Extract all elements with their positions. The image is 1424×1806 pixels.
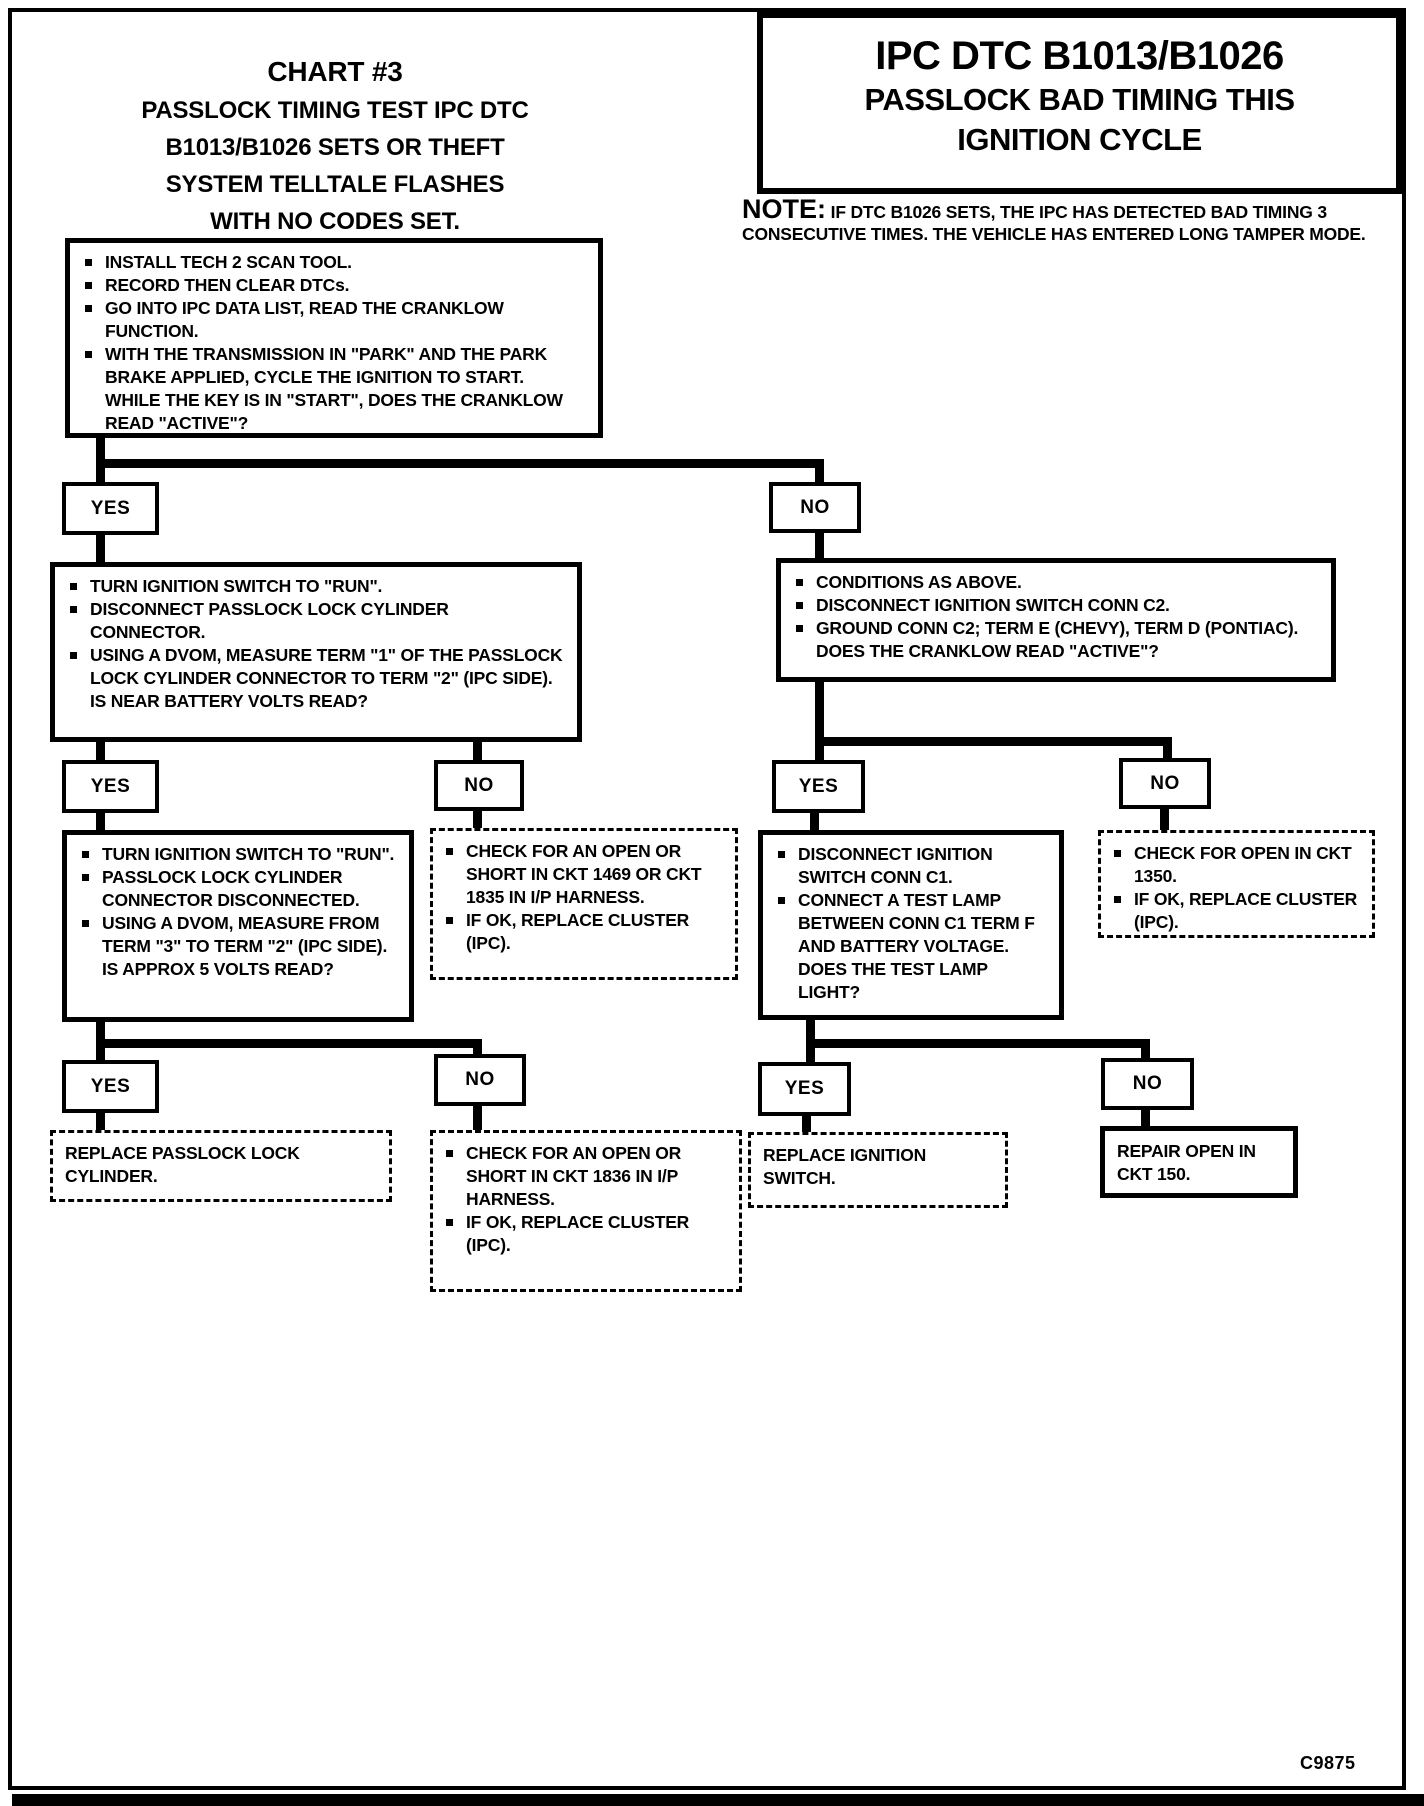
decision-yes-3-right: YES [758,1062,851,1116]
figure-code: C9875 [1300,1753,1356,1773]
flow-box-right-q3: DISCONNECT IGNITION SWITCH CONN C1.CONNE… [758,830,1064,1020]
flow-box-right-q2: CONDITIONS AS ABOVE.DISCONNECT IGNITION … [776,558,1336,682]
connector-line [473,1048,482,1056]
flow-box-start: INSTALL TECH 2 SCAN TOOL.RECORD THEN CLE… [65,238,603,438]
connector-line [96,1039,482,1048]
text-line: DOES THE CRANKLOW READ "ACTIVE"? [816,641,1159,661]
text-line: IF OK, REPLACE CLUSTER (IPC). [1111,888,1364,934]
flow-box-left-no3-action: CHECK FOR AN OPEN OR SHORT IN CKT 1469 O… [430,828,738,980]
text-line: PASSLOCK TIMING TEST IPC DTC [141,97,529,124]
flow-box-repair-open-ckt: REPAIR OPEN IN CKT 150. [1100,1126,1298,1198]
text-line: WITH NO CODES SET. [210,208,460,235]
connector-line [96,813,105,830]
text-line: REPLACE IGNITION SWITCH. [763,1145,927,1188]
decision-yes-3-left: YES [62,1060,159,1113]
text-line: TURN IGNITION SWITCH TO "RUN". [79,843,399,866]
text-line: CHECK FOR AN OPEN OR SHORT IN CKT 1836 I… [443,1142,731,1211]
flow-box-replace-ignition-switch: REPLACE IGNITION SWITCH. [748,1132,1008,1208]
connector-line [96,468,105,482]
connector-line [96,1022,105,1041]
connector-line [96,438,105,464]
text-line: REPLACE PASSLOCK LOCK CYLINDER. [65,1143,300,1186]
text-line: IF OK, REPLACE CLUSTER (IPC). [443,1211,731,1257]
connector-line [802,1116,811,1132]
text-line: IPC DTC B1013/B1026 [875,34,1284,78]
connector-line [815,468,824,482]
connector-line [815,746,824,760]
decision-no-1: NO [769,482,861,533]
note-block: NOTE: IF DTC B1026 SETS, THE IPC HAS DET… [742,196,1400,245]
text-line: USING A DVOM, MEASURE TERM "1" OF THE PA… [67,644,567,690]
note-text: IF DTC B1026 SETS, THE IPC HAS DETECTED … [742,202,1366,244]
text-line: TURN IGNITION SWITCH TO "RUN". [67,575,567,598]
flow-box-left-no4-action: CHECK FOR AN OPEN OR SHORT IN CKT 1836 I… [430,1130,742,1292]
text-line: RECORD THEN CLEAR DTCs. [82,274,588,297]
text-line: DISCONNECT IGNITION SWITCH CONN C2. [793,594,1321,617]
connector-line [815,737,1172,746]
scan-edge-bar [12,1794,1424,1806]
text-line: DISCONNECT PASSLOCK LOCK CYLINDER CONNEC… [67,598,567,644]
decision-no-3-left: NO [434,1054,526,1106]
flow-box-left-q3: TURN IGNITION SWITCH TO "RUN".PASSLOCK L… [62,830,414,1022]
text-line: GO INTO IPC DATA LIST, READ THE CRANKLOW… [82,297,588,343]
decision-yes-2-right: YES [772,760,865,813]
text-line: DISCONNECT IGNITION SWITCH CONN C1. [775,843,1049,889]
connector-line [96,459,824,468]
flow-box-right-no3-action: CHECK FOR OPEN IN CKT 1350.IF OK, REPLAC… [1098,830,1375,938]
decision-no-2-right: NO [1119,758,1211,809]
connector-line [806,1048,815,1062]
connector-line [1141,1048,1150,1058]
text-line: WITH THE TRANSMISSION IN "PARK" AND THE … [82,343,588,389]
flow-box-replace-passlock-cylinder: REPLACE PASSLOCK LOCK CYLINDER. [50,1130,392,1202]
connector-line [810,813,819,830]
flow-box-left-q2: TURN IGNITION SWITCH TO "RUN".DISCONNECT… [50,562,582,742]
decision-yes-1: YES [62,482,159,535]
text-line: B1013/B1026 SETS OR THEFT [165,134,505,161]
decision-no-2-left: NO [434,760,524,811]
text-line: SYSTEM TELLTALE FLASHES [165,171,505,198]
text-line: CHECK FOR AN OPEN OR SHORT IN CKT 1469 O… [443,840,727,909]
text-line: IS NEAR BATTERY VOLTS READ? [90,691,368,711]
text-line: CHART #3 [267,56,403,87]
text-line: PASSLOCK BAD TIMING THIS [864,82,1295,117]
text-line: INSTALL TECH 2 SCAN TOOL. [82,251,588,274]
connector-line [1141,1110,1150,1126]
text-line: DOES THE TEST LAMP LIGHT? [798,959,988,1002]
connector-line [473,742,482,760]
text-line: PASSLOCK LOCK CYLINDER CONNECTOR DISCONN… [79,866,399,912]
connector-line [1163,746,1172,760]
text-line: IF OK, REPLACE CLUSTER (IPC). [443,909,727,955]
text-line: REPAIR OPEN IN CKT 150. [1117,1141,1256,1184]
connector-line [815,682,824,738]
text-line: IGNITION CYCLE [957,122,1202,157]
text-line: CONNECT A TEST LAMP BETWEEN CONN C1 TERM… [775,889,1049,958]
decision-yes-2-left: YES [62,760,159,813]
text-line: CONDITIONS AS ABOVE. [793,571,1321,594]
connector-line [96,1113,105,1130]
connector-line [806,1020,815,1041]
text-line: WHILE THE KEY IS IN "START", DOES THE CR… [105,390,563,433]
text-line: GROUND CONN C2; TERM E (CHEVY), TERM D (… [793,617,1321,640]
connector-line [1160,809,1169,830]
connector-line [96,742,105,760]
connector-line [473,811,482,828]
connector-line [96,535,105,562]
note-label: NOTE: [742,194,826,224]
connector-line [815,533,824,558]
connector-line [806,1039,1150,1048]
text-line: IS APPROX 5 VOLTS READ? [102,959,334,979]
text-line: USING A DVOM, MEASURE FROM TERM "3" TO T… [79,912,399,958]
connector-line [96,1048,105,1060]
chart-title: CHART #3 PASSLOCK TIMING TEST IPC DTC B101… [70,52,600,240]
decision-no-3-right: NO [1101,1058,1194,1110]
text-line: CHECK FOR OPEN IN CKT 1350. [1111,842,1364,888]
connector-line [473,1106,482,1130]
